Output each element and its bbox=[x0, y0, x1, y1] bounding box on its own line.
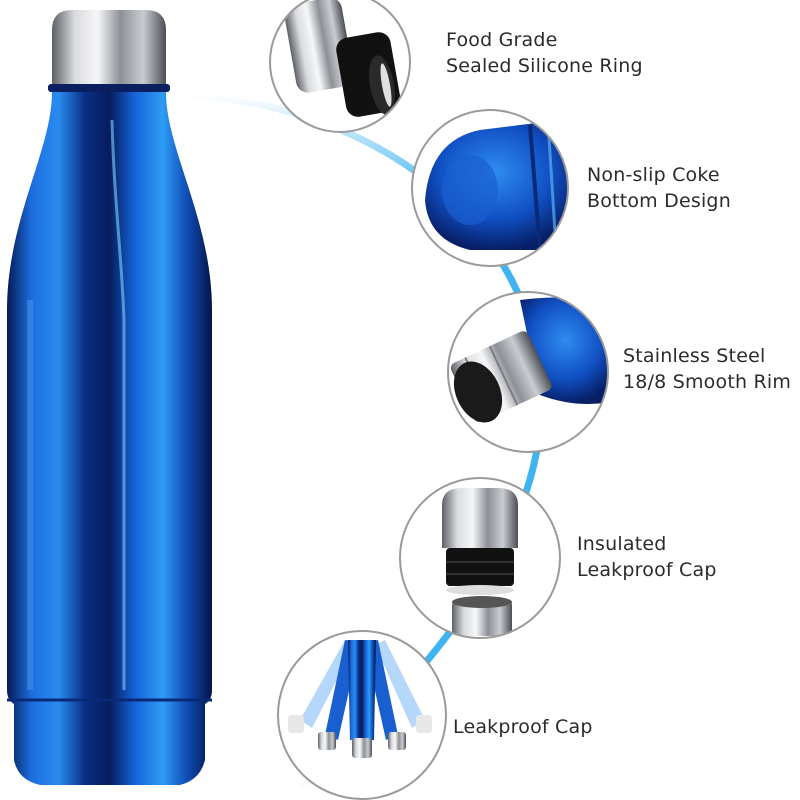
insulated-cap-icon bbox=[399, 477, 561, 639]
smooth-rim-icon bbox=[447, 291, 609, 453]
bottle-bottom-icon bbox=[411, 109, 569, 267]
feature-label-smooth-rim: Stainless Steel 18/8 Smooth Rim bbox=[623, 345, 792, 393]
main-bottle bbox=[7, 10, 212, 785]
silicone-ring-icon bbox=[269, 0, 411, 133]
feature-label-bottom-design: Non-slip Coke Bottom Design bbox=[587, 164, 731, 212]
feature-label-insulated-cap: Insulated Leakproof Cap bbox=[577, 533, 717, 581]
feature-label-leakproof-cap: Leakproof Cap bbox=[453, 716, 593, 738]
feature-label-silicone-ring: Food Grade Sealed Silicone Ring bbox=[446, 29, 643, 77]
upside-down-bottles-icon bbox=[277, 630, 447, 800]
